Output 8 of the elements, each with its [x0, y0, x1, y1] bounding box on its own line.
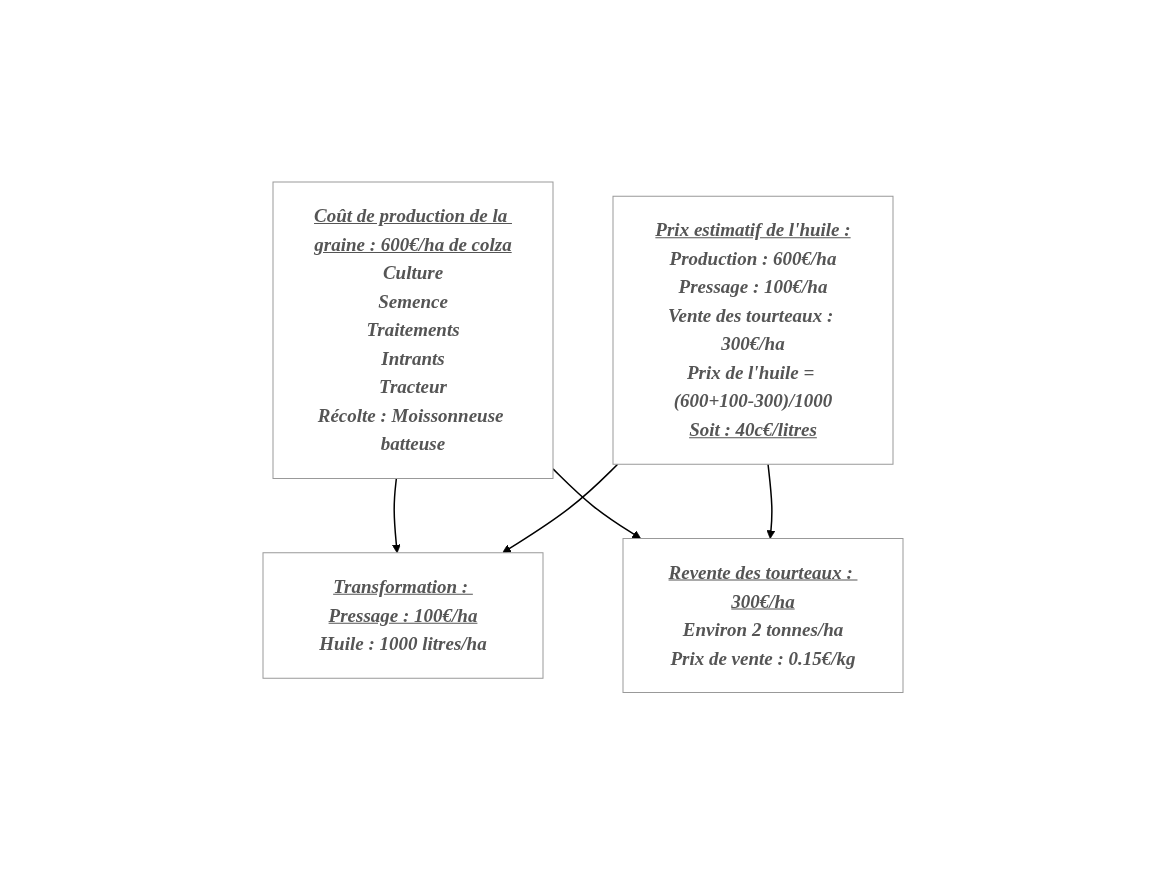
- node-box: Transformation : Pressage : 100€/ha Huile : 1000 litres/ha: [262, 552, 543, 679]
- arrow: [551, 467, 641, 539]
- node-box: Revente des tourteaux : 300€/ha Environ 2 tonnes/ha Prix de vente : 0.15€/kg: [622, 537, 903, 693]
- arrow: [501, 463, 618, 553]
- node-box: Coût de production de la graine : 600€/ha de colza Culture Semence Traitements Intrants Tracteur Récolte : Moissonneuse batteuse: [272, 181, 553, 479]
- arrow: [391, 477, 401, 553]
- arrow: [766, 463, 775, 539]
- node-box: Prix estimatif de l'huile : Production : 600€/ha Pressage : 100€/ha Vente des tourteaux : 300€/ha Prix de l'huile = (600+100-300)/1000 Soit : 40c€/litres: [612, 195, 893, 465]
